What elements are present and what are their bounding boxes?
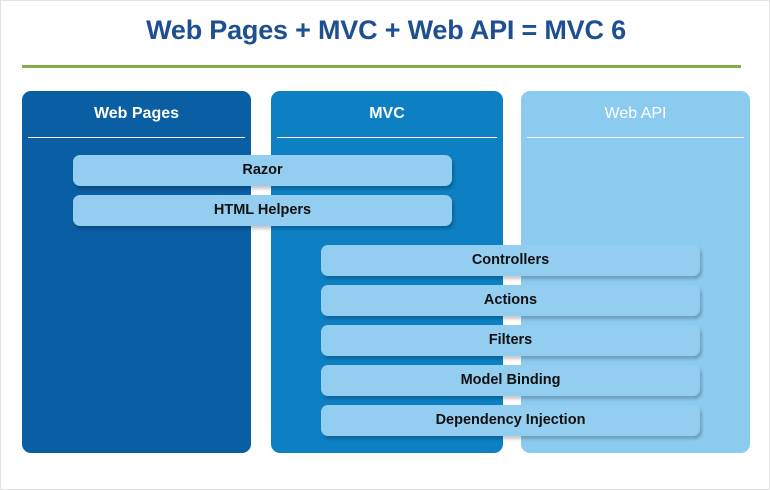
feature-bar-razor[interactable]: Razor: [73, 155, 452, 186]
column-web-pages[interactable]: Web Pages: [22, 91, 251, 453]
feature-bar-model-binding[interactable]: Model Binding: [321, 365, 700, 396]
column-header-mvc: MVC: [369, 105, 405, 122]
column-header-divider: [28, 137, 245, 138]
feature-bar-filters[interactable]: Filters: [321, 325, 700, 356]
column-header-web-pages: Web Pages: [93, 105, 180, 122]
column-header-divider: [527, 137, 744, 138]
column-header-web-api: Web API: [604, 105, 667, 122]
feature-bar-actions[interactable]: Actions: [321, 285, 700, 316]
feature-bar-dependency-injection[interactable]: Dependency Injection: [321, 405, 700, 436]
title-divider-rule: [22, 65, 741, 68]
feature-bar-controllers[interactable]: Controllers: [321, 245, 700, 276]
page-title: Web Pages + MVC + Web API = MVC 6: [146, 15, 626, 45]
column-header-divider: [277, 137, 497, 138]
feature-bar-html-helpers[interactable]: HTML Helpers: [73, 195, 452, 226]
